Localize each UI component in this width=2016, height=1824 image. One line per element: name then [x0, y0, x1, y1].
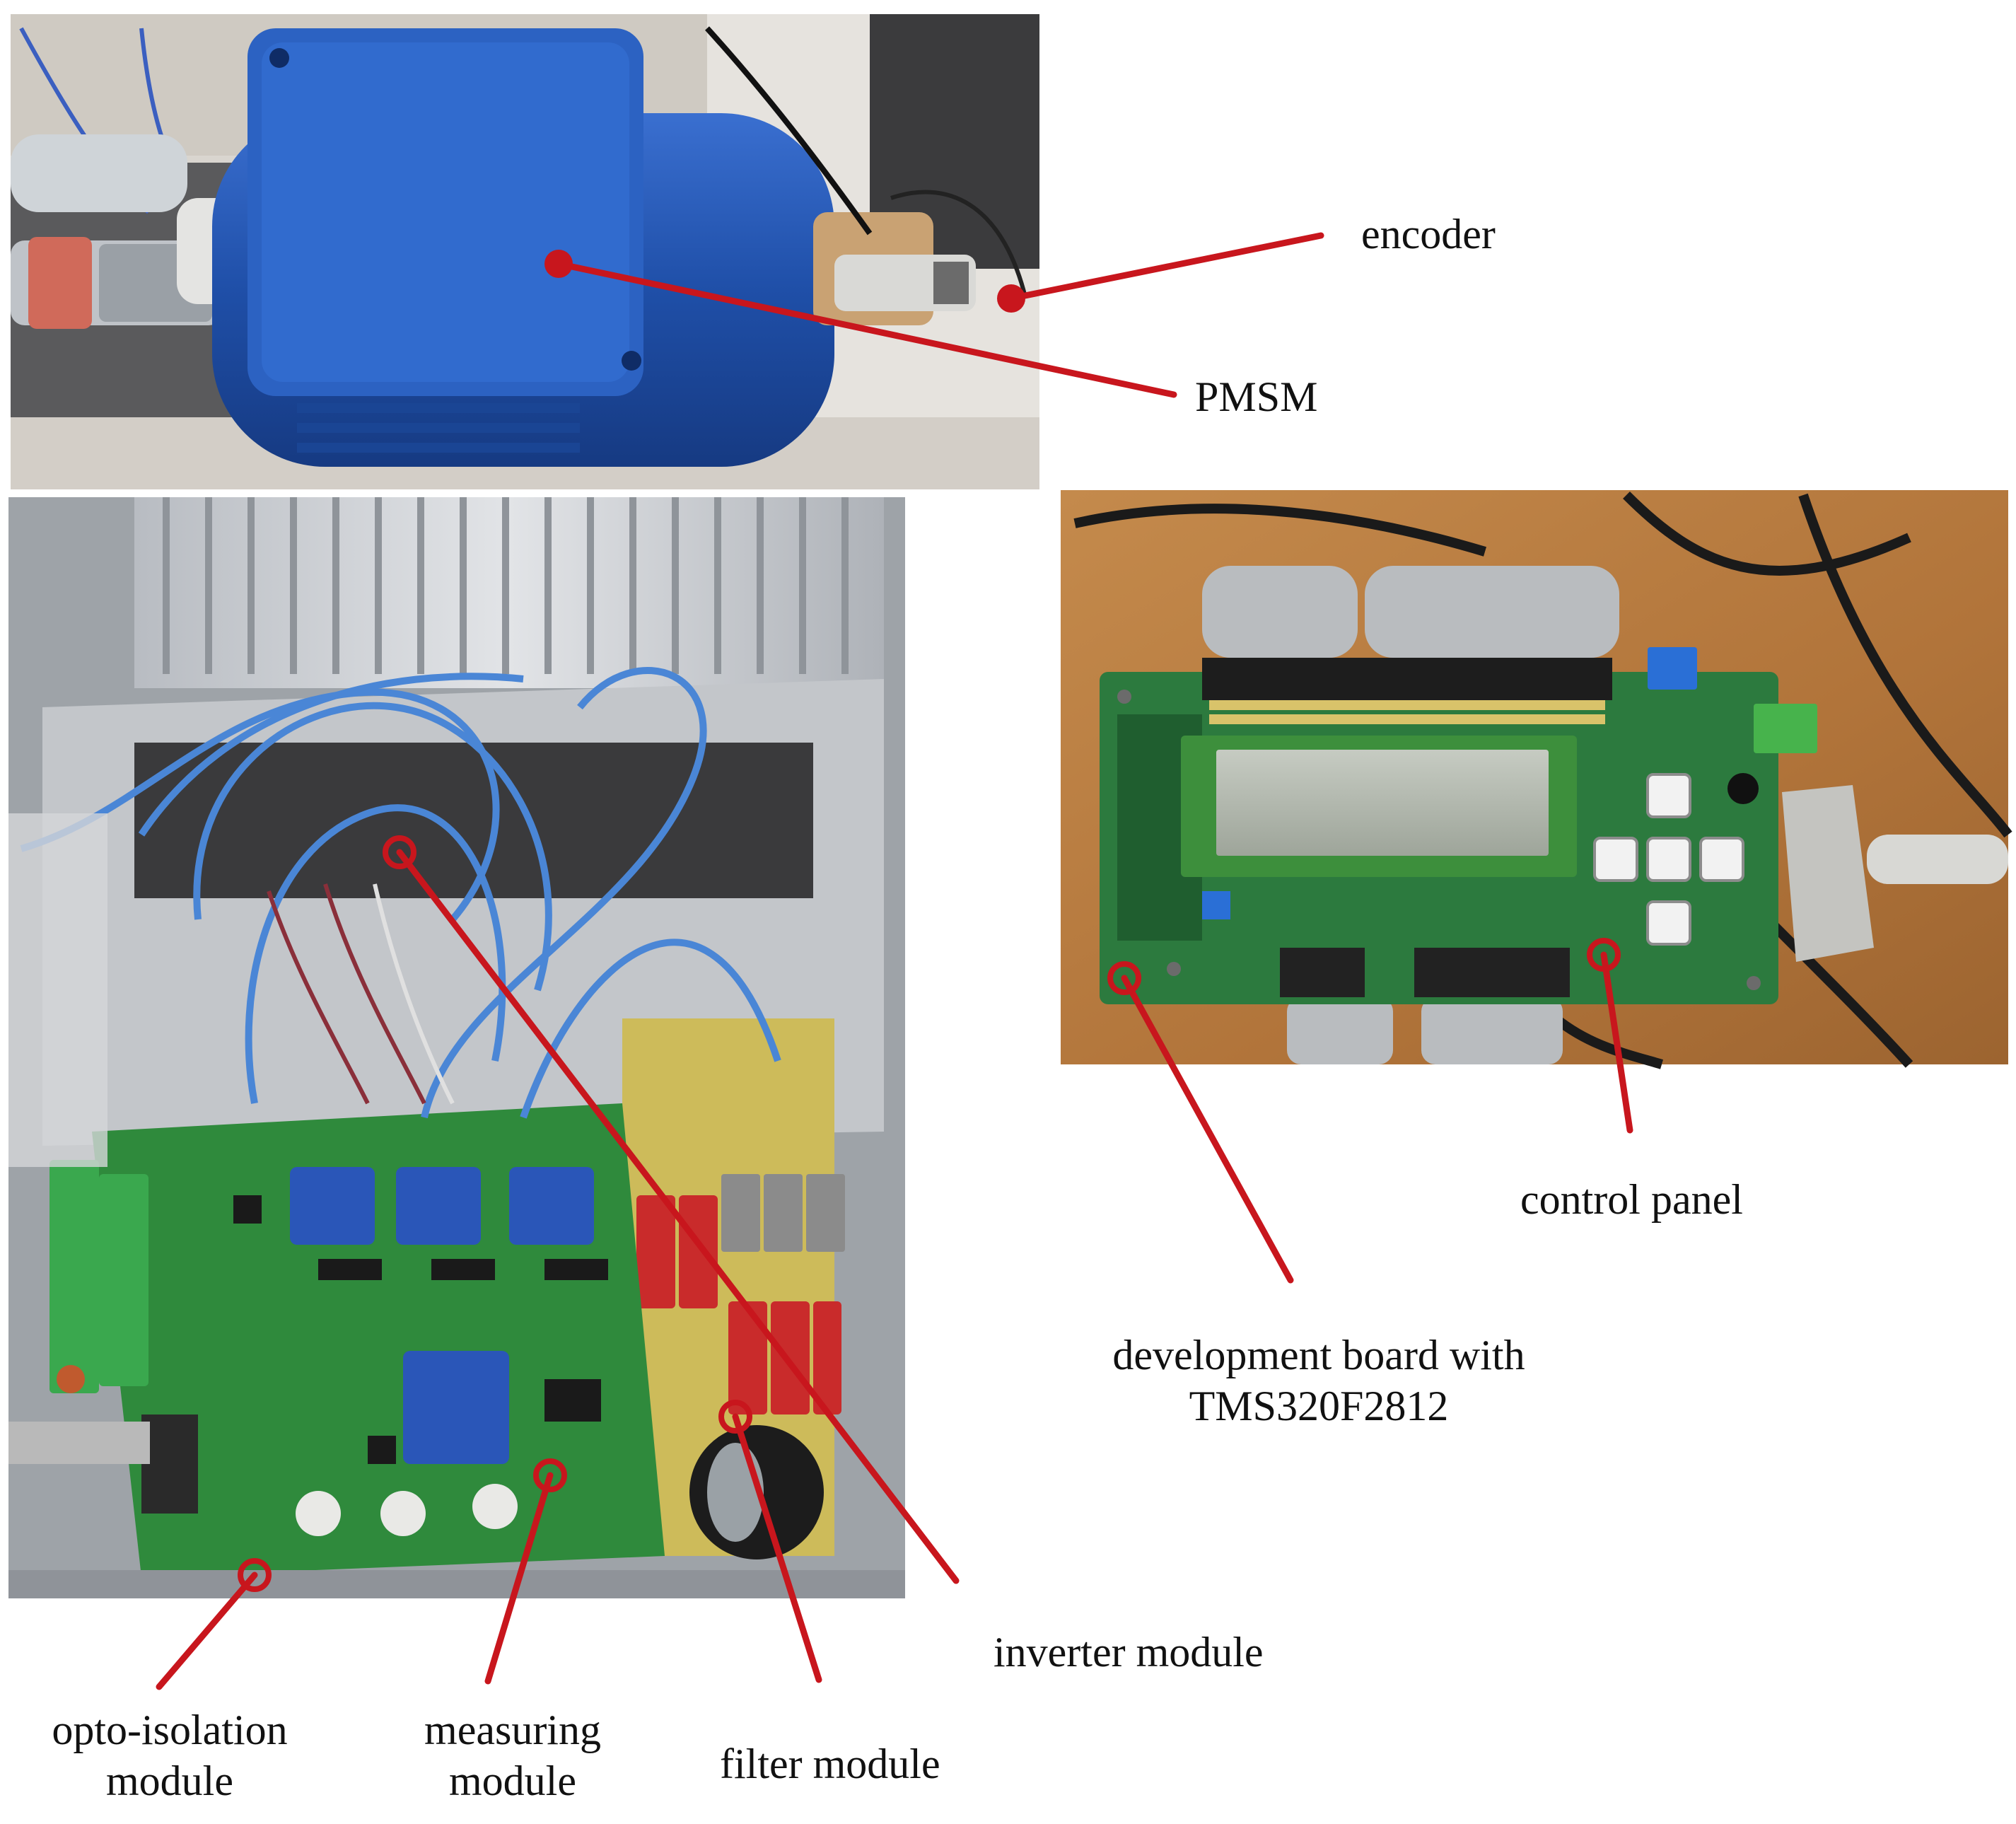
filter-leader-line [732, 1413, 822, 1683]
inverter-leader-line [396, 849, 960, 1584]
measuring-label-line2: module [449, 1758, 576, 1804]
measuring-marker [533, 1458, 567, 1492]
devboard-marker [1107, 961, 1141, 995]
pmsm-leader-line [555, 260, 1177, 398]
controlpanel-leader-line [1600, 951, 1633, 1134]
power-electronics-photo [8, 497, 905, 1598]
measuring-module-label: measuring module [385, 1704, 640, 1806]
encoder-leader-line [1008, 232, 1324, 302]
encoder-label: encoder [1361, 211, 1496, 257]
control-panel-label: control panel [1520, 1176, 1743, 1223]
control-board-photo [1061, 490, 2012, 1069]
dev-board-label-line2: TMS320F2812 [1189, 1383, 1449, 1429]
encoder-marker [997, 284, 1025, 313]
opto-isolation-label: opto-isolation module [21, 1704, 318, 1806]
filter-module-label: filter module [720, 1741, 940, 1787]
devboard-leader-line [1121, 975, 1294, 1284]
leader-lines [156, 232, 1633, 1690]
pmsm-marker [544, 250, 573, 278]
opto-marker [238, 1558, 272, 1592]
measuring-leader-line [484, 1472, 554, 1685]
inverter-module-label: inverter module [994, 1629, 1264, 1675]
opto-label-line2: module [106, 1758, 233, 1804]
dev-board-label: development board with TMS320F2812 [1068, 1330, 1570, 1431]
opto-leader-line [156, 1572, 258, 1690]
filter-marker [718, 1400, 752, 1434]
marker-dots [238, 250, 1621, 1592]
opto-label-line1: opto-isolation [52, 1707, 288, 1753]
pmsm-label: PMSM [1195, 373, 1318, 420]
controlpanel-marker [1587, 938, 1621, 972]
dev-board-label-line1: development board with [1112, 1332, 1525, 1378]
motor-photo [11, 14, 1039, 489]
inverter-marker [383, 835, 416, 869]
measuring-label-line1: measuring [424, 1707, 601, 1753]
